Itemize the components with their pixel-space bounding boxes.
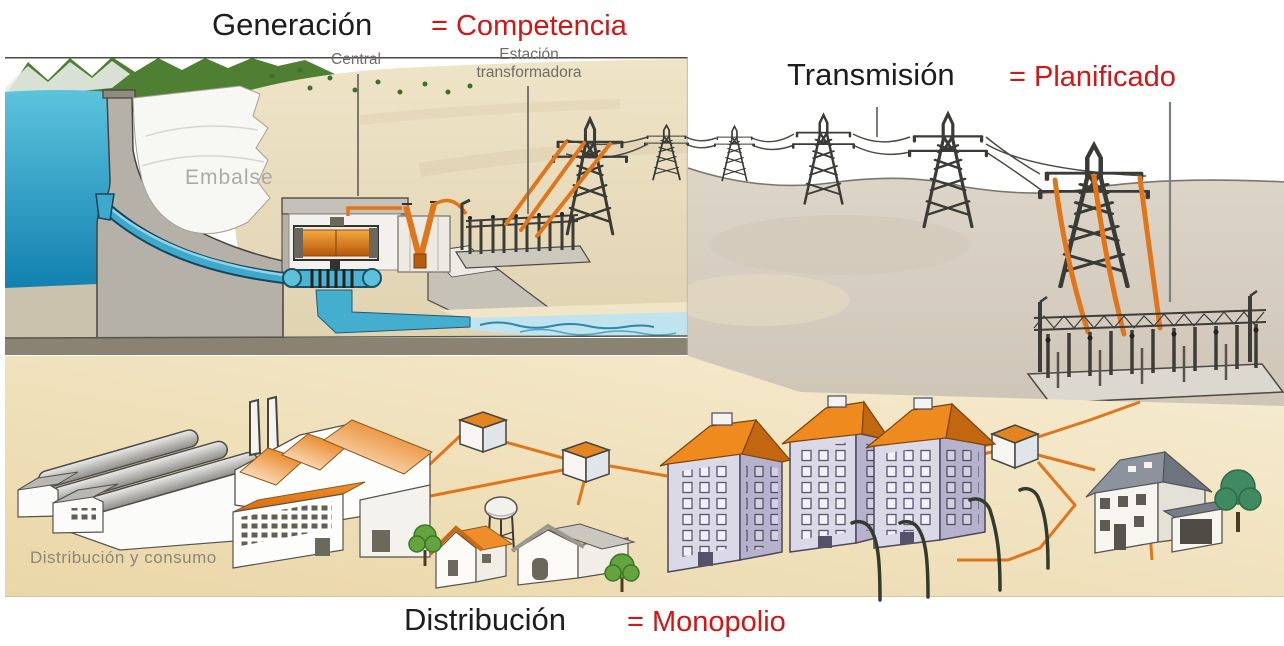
tower-3 xyxy=(714,125,755,182)
dam-face xyxy=(132,85,271,235)
river xyxy=(440,302,688,336)
transformer-kiosk-2 xyxy=(560,441,612,484)
distribution-substation xyxy=(1026,289,1284,404)
tree-1 xyxy=(408,524,442,566)
reservoir-lake xyxy=(5,90,110,300)
transformer-kiosk-3 xyxy=(989,424,1041,470)
step-up-transformer xyxy=(346,201,451,273)
warehouse-factory xyxy=(17,429,259,551)
generator xyxy=(293,217,379,271)
dam-base-strip xyxy=(5,338,688,355)
turbine xyxy=(282,268,382,288)
draft-tube-water xyxy=(315,289,471,334)
transmission-ground xyxy=(670,167,1284,412)
generation-scene xyxy=(5,57,688,355)
garage xyxy=(1162,501,1228,553)
tree-2 xyxy=(604,553,640,592)
hill-trees xyxy=(269,67,473,95)
factory-annex xyxy=(232,481,366,569)
sawtooth-factory xyxy=(232,395,433,569)
powerhouse xyxy=(281,197,409,288)
street-lamps xyxy=(850,486,1050,602)
chimneys xyxy=(249,395,280,457)
trees xyxy=(408,469,1262,592)
apartment-building-3 xyxy=(865,397,997,549)
city-scene xyxy=(5,356,1284,602)
orange-cables-substation xyxy=(1052,173,1163,337)
apartment-building-1 xyxy=(659,412,792,573)
orange-cables-generation xyxy=(504,140,612,238)
transmission-scene xyxy=(504,112,1284,404)
transformer-kiosk-1 xyxy=(457,411,509,454)
dam xyxy=(96,85,284,339)
switchyard xyxy=(430,198,592,269)
penstock-pipe xyxy=(95,193,293,285)
rural-house xyxy=(428,525,514,589)
suburban-house xyxy=(1085,450,1228,554)
pointer-lines xyxy=(357,74,1172,302)
tree-3 xyxy=(1214,469,1262,532)
